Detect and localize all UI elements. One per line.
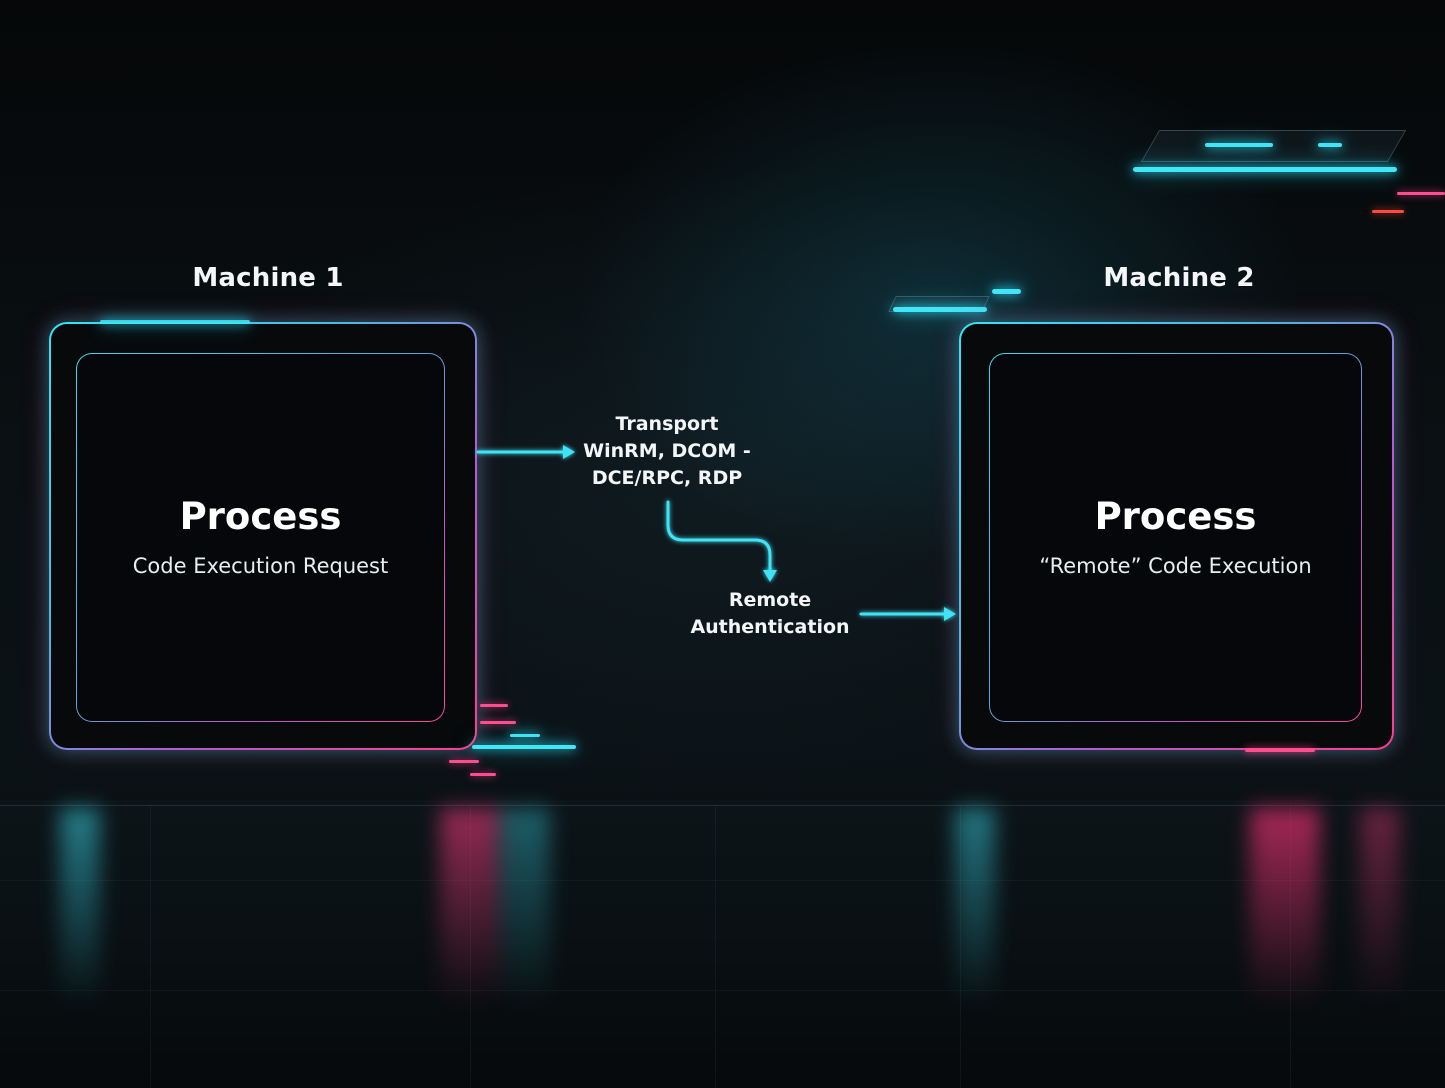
transport-label-line: WinRM, DCOM - [583,440,751,462]
machine-1-process-title: Process [179,495,342,538]
machine-2-bottom-glow [1245,748,1315,752]
machine-2-frame: Process “Remote” Code Execution [959,322,1394,750]
pink-reflection [1250,808,1320,1008]
pink-reflection [1360,808,1400,1008]
authentication-label: Remote Authentication [680,587,860,641]
machine-2-process-box: Process “Remote” Code Execution [989,353,1362,722]
authentication-label-line: Authentication [690,616,850,638]
arrowhead-icon [563,445,575,459]
decorative-glow-bar [1372,210,1404,213]
pink-reflection [440,808,500,1008]
floor-tile-line [715,805,716,1088]
decorative-glow-bar [893,307,987,312]
floor-tile-line [150,805,151,1088]
floor-tile-line [0,880,1445,881]
decorative-glow-bar [1205,143,1273,147]
machine-2-process-title: Process [1094,495,1257,538]
floor [0,800,1445,1088]
decorative-glow-bar [480,704,508,707]
arrowhead-icon [944,607,956,621]
floor-tile-line [0,990,1445,991]
arrowhead-icon [763,570,777,582]
transport-label-line: DCE/RPC, RDP [591,467,743,489]
cyan-reflection [500,808,550,1008]
cyan-reflection [60,808,100,1008]
machine-1-process-subtitle: Code Execution Request [132,554,389,578]
machine-2-title: Machine 2 [1103,263,1255,293]
machine-1-process-box: Process Code Execution Request [76,353,445,722]
decorative-glow-bar [1133,167,1397,172]
machine-2-process-subtitle: “Remote” Code Execution [1039,554,1312,578]
authentication-label-line: Remote [728,589,812,611]
decorative-glow-bar [449,760,479,763]
decorative-glow-bar [480,721,516,724]
arrow-to-authentication [666,500,772,574]
transport-label: Transport WinRM, DCOM - DCE/RPC, RDP [566,411,768,492]
machine-1-frame: Process Code Execution Request [49,322,477,750]
cyan-reflection [955,808,995,1008]
decorative-glow-bar [472,745,576,749]
machine-1-top-glow [100,320,250,324]
transport-label-line: Transport [615,413,719,435]
decorative-glow-bar [1318,143,1342,147]
decorative-glow-bar [992,289,1021,294]
decorative-glow-bar [510,734,540,737]
floor-horizon-line [0,805,1445,806]
floor-tile-line [960,805,961,1088]
decorative-glow-bar [1397,192,1445,195]
decorative-glow-bar [470,773,496,776]
machine-1-title: Machine 1 [192,263,344,293]
